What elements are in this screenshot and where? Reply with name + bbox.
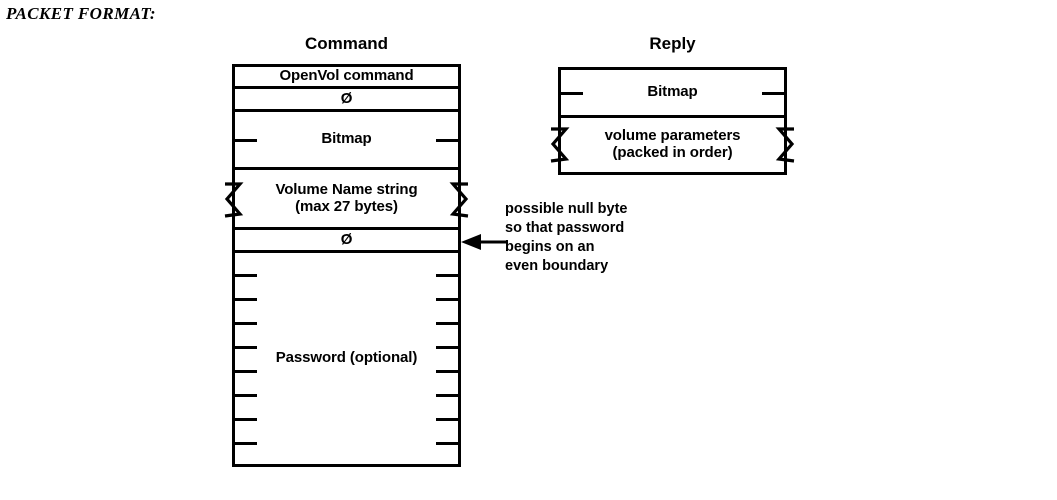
row-tick-left-icon [235, 346, 257, 349]
row-tick-left-icon [235, 139, 257, 142]
row-tick-left-icon [235, 442, 257, 445]
row-tick-left-icon [235, 274, 257, 277]
reply-field-bitmap-label: Bitmap [647, 83, 698, 101]
command-field-bitmap-label: Bitmap [321, 130, 372, 148]
command-packet-box: OpenVol command Ø Bitmap Volume Na [224, 64, 469, 467]
command-field-pad-zero-label: Ø [340, 89, 353, 107]
reply-packet-box: Bitmap volume parameters (packed in orde… [550, 67, 795, 175]
break-zigzag-right-icon [449, 182, 469, 218]
row-tick-right-icon [436, 394, 458, 397]
break-zigzag-right-icon [775, 127, 795, 163]
row-tick-left-icon [235, 394, 257, 397]
command-field-volume-name-label: Volume Name string (max 27 bytes) [275, 180, 418, 215]
annotation-null-byte: possible null byte so that password begi… [505, 201, 628, 274]
command-field-opcode: OpenVol command [235, 67, 458, 89]
row-tick-right-icon [436, 139, 458, 142]
row-tick-left-icon [235, 370, 257, 373]
break-zigzag-left-icon [224, 182, 244, 218]
row-tick-right-icon [436, 298, 458, 301]
row-tick-left-icon [235, 418, 257, 421]
command-field-password-label: Password (optional) [275, 349, 418, 367]
row-tick-right-icon [436, 370, 458, 373]
command-field-opcode-label: OpenVol command [279, 67, 414, 85]
row-tick-right-icon [436, 346, 458, 349]
command-field-null-pad: Ø [235, 230, 458, 253]
command-field-pad-zero: Ø [235, 89, 458, 112]
row-tick-right-icon [762, 92, 784, 95]
command-field-null-pad-label: Ø [340, 230, 353, 248]
row-tick-left-icon [235, 322, 257, 325]
row-tick-right-icon [436, 274, 458, 277]
page-title: PACKET FORMAT: [6, 4, 156, 23]
command-field-volume-name: Volume Name string (max 27 bytes) [224, 170, 469, 230]
reply-field-volume-parameters: volume parameters (packed in order) [550, 118, 795, 172]
annotation-arrow-icon [461, 234, 507, 250]
command-column-caption: Command [304, 34, 389, 53]
command-field-bitmap: Bitmap [235, 112, 458, 170]
row-tick-right-icon [436, 418, 458, 421]
reply-field-bitmap: Bitmap [561, 70, 784, 118]
row-tick-right-icon [436, 322, 458, 325]
reply-column-caption: Reply [649, 34, 696, 53]
command-field-password: Password (optional) [235, 253, 458, 464]
break-zigzag-left-icon [550, 127, 570, 163]
row-tick-right-icon [436, 442, 458, 445]
reply-field-volume-parameters-label: volume parameters (packed in order) [604, 127, 741, 161]
row-tick-left-icon [561, 92, 583, 95]
row-tick-left-icon [235, 298, 257, 301]
